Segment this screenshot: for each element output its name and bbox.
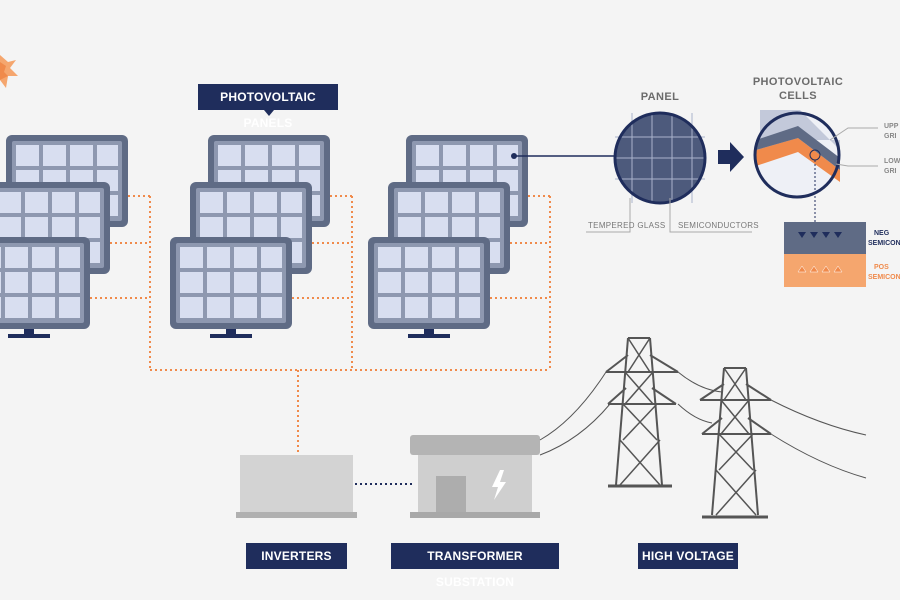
panel-group-2	[170, 135, 330, 338]
lower-grid-label-1: LOW	[884, 158, 900, 165]
positive-semiconductor-label-1: POS	[874, 264, 889, 271]
photovoltaic-cells-caption-line2: CELLS	[778, 90, 818, 102]
transmission-tower-2	[699, 367, 772, 519]
arrow-right-icon	[718, 142, 744, 172]
upper-grid-label-2: GRI	[884, 133, 897, 140]
transformer-substation-label: TRANSFORMER SUBSTATION	[391, 543, 559, 589]
tag-pointer	[264, 110, 274, 116]
positive-semiconductor-label-2: SEMICON	[868, 274, 900, 281]
solar-panel	[170, 237, 292, 338]
negative-semiconductor-label-1: NEG	[874, 230, 890, 237]
lower-grid-label-2: GRI	[884, 168, 897, 175]
transmission-tower-1	[605, 337, 679, 488]
panel-group-3	[368, 135, 528, 338]
upper-grid-label-1: UPP	[884, 123, 899, 130]
negative-semiconductor-label-2: SEMICON	[868, 240, 900, 247]
inverters-label: INVERTERS	[246, 543, 347, 569]
inverter-box	[236, 455, 357, 518]
high-voltage-label: HIGH VOLTAGE	[638, 543, 738, 569]
panel-group-1	[0, 135, 128, 338]
lightning-bolt-icon	[492, 470, 506, 500]
power-lines	[539, 371, 867, 479]
semiconductors-label: SEMICONDUCTORS	[678, 221, 759, 230]
sun-icon	[0, 55, 18, 88]
tempered-glass-label: TEMPERED GLASS	[588, 221, 666, 230]
cells-zoom-circle	[753, 110, 841, 199]
photovoltaic-panels-label: PHOTOVOLTAIC PANELS	[198, 84, 338, 130]
panel-caption: PANEL	[640, 91, 680, 103]
photovoltaic-cells-caption-line1: PHOTOVOLTAIC	[752, 76, 844, 88]
solar-panel	[0, 237, 90, 338]
solar-panel	[368, 237, 490, 338]
transformer-substation-building	[410, 435, 540, 518]
wiring	[90, 195, 551, 455]
panel-zoom-circle	[613, 111, 707, 205]
semiconductor-layers	[784, 222, 866, 287]
